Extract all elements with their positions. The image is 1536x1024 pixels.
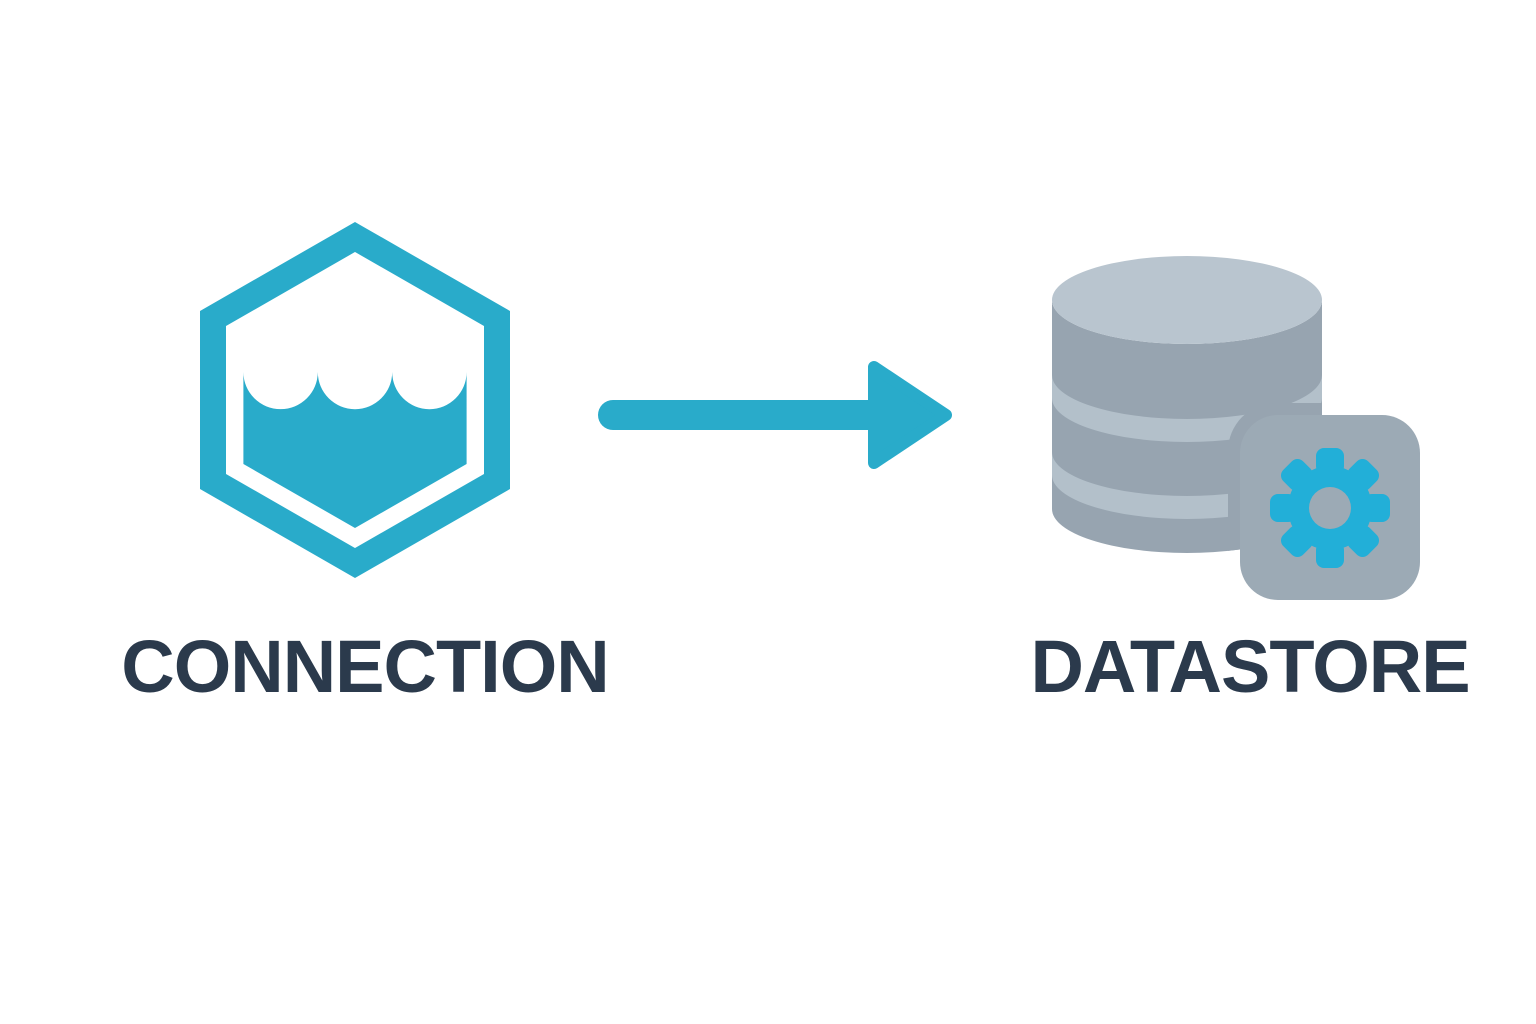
arrow-right-icon	[598, 361, 952, 469]
database-top-disk	[1052, 256, 1322, 344]
gear-icon	[1270, 448, 1390, 568]
datastore-label: DATASTORE	[1030, 625, 1470, 708]
database-gear-icon	[1052, 256, 1420, 600]
gear-hole	[1309, 487, 1351, 529]
datastore-node: DATASTORE	[950, 252, 1536, 712]
water-hexagon-icon	[200, 222, 510, 578]
connection-node: CONNECTION	[65, 222, 665, 712]
hexagon-outline	[200, 222, 510, 578]
arrow-head	[868, 361, 952, 469]
connection-label: CONNECTION	[121, 625, 609, 708]
water-fill	[243, 372, 467, 528]
